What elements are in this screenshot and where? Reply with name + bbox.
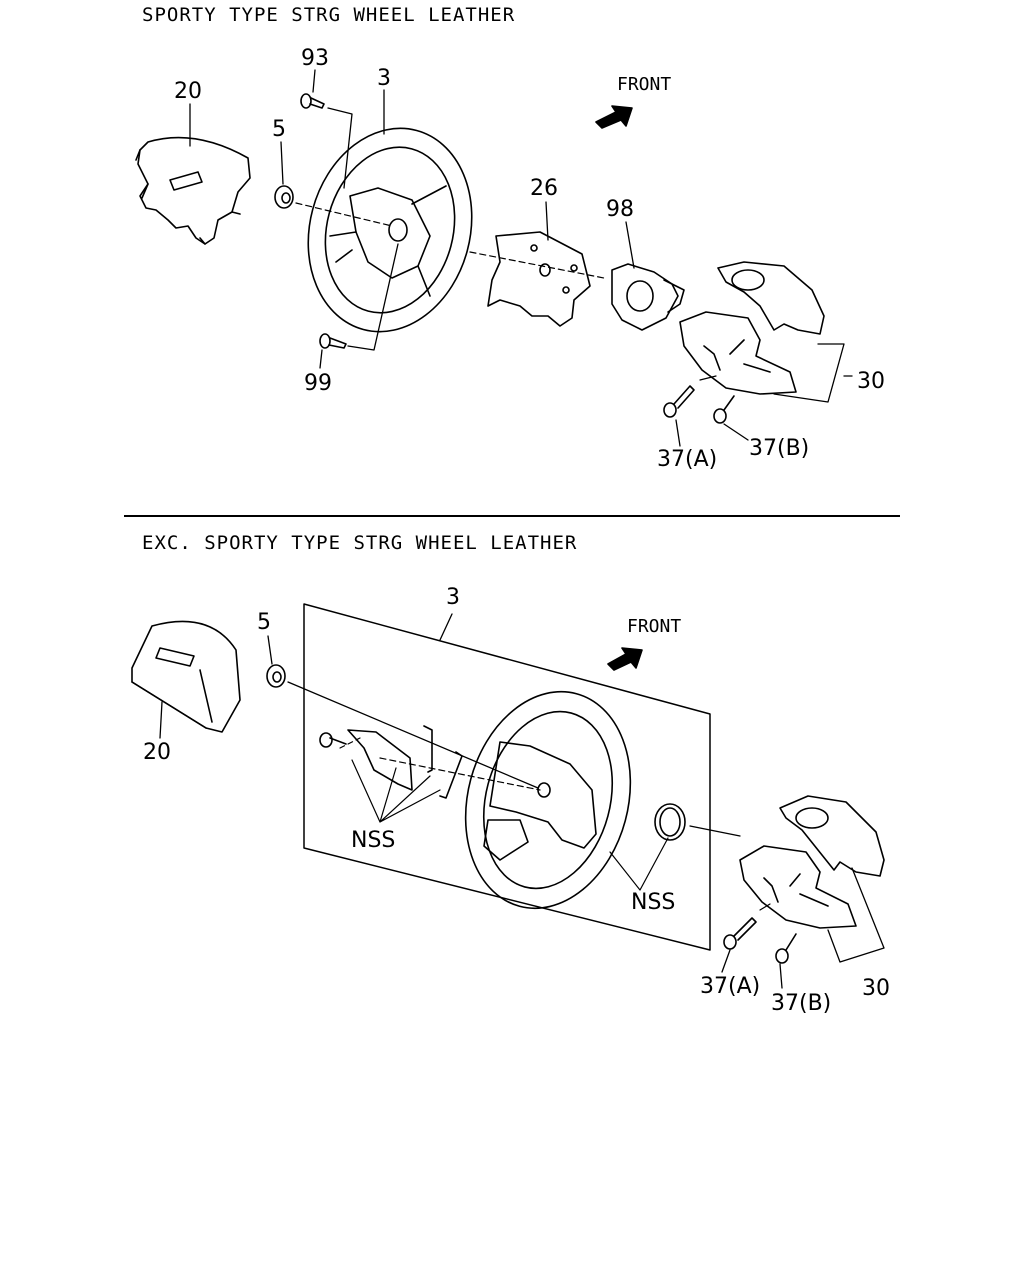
callout-wheel: 3 (377, 66, 391, 91)
callout-screw-b: 37(B) (749, 436, 810, 461)
column-cover-30-icon (679, 261, 825, 395)
steering-wheel-icon (307, 127, 473, 333)
bracket-nss-icon (319, 725, 463, 799)
callout-screw-top: 93 (301, 46, 329, 71)
callout-nut: 5 (272, 117, 286, 142)
cover-26-icon (487, 231, 591, 327)
airbag-module-2-icon (131, 620, 241, 733)
airbag-module-icon (135, 136, 251, 245)
column-cover-30-2-icon (739, 795, 885, 929)
callout-column-cover-2: 30 (862, 976, 890, 1001)
section-divider (124, 515, 900, 517)
section-title-sporty: SPORTY TYPE STRG WHEEL LEATHER (142, 4, 516, 26)
callout-nut-2: 5 (257, 610, 271, 635)
screw-37a-icon (663, 385, 695, 418)
front-label-2: FRONT (627, 616, 682, 637)
screw-93-icon (300, 93, 325, 109)
steering-wheel-2-icon (464, 690, 632, 910)
front-arrow-2-icon (607, 647, 643, 671)
callout-cover: 26 (530, 176, 558, 201)
section-title-exc-sporty: EXC. SPORTY TYPE STRG WHEEL LEATHER (142, 532, 578, 554)
callout-nss-left: NSS (351, 828, 396, 853)
callout-screw-a: 37(A) (657, 447, 718, 472)
callout-column-cover: 30 (857, 369, 885, 394)
callout-clock-spring: 98 (606, 197, 634, 222)
ring-nss-icon (654, 803, 686, 841)
callout-screw-a-2: 37(A) (700, 974, 761, 999)
assembly-frame (303, 603, 711, 951)
screw-37b-icon (713, 395, 735, 424)
screw-37b-2-icon (775, 933, 797, 964)
clock-spring-98-icon (611, 263, 685, 331)
front-label: FRONT (617, 74, 672, 95)
screw-37a-2-icon (723, 917, 757, 950)
screw-99-icon (319, 333, 347, 349)
nut-5-2-icon (266, 664, 286, 688)
callout-airbag-2: 20 (143, 740, 171, 765)
front-arrow-icon (595, 105, 633, 129)
callout-airbag: 20 (174, 79, 202, 104)
nut-5-icon (274, 185, 294, 209)
callout-nss-right: NSS (631, 890, 676, 915)
callout-wheel-2: 3 (446, 585, 460, 610)
callout-screw-b-2: 37(B) (771, 991, 832, 1016)
callout-screw-bottom: 99 (304, 371, 332, 396)
